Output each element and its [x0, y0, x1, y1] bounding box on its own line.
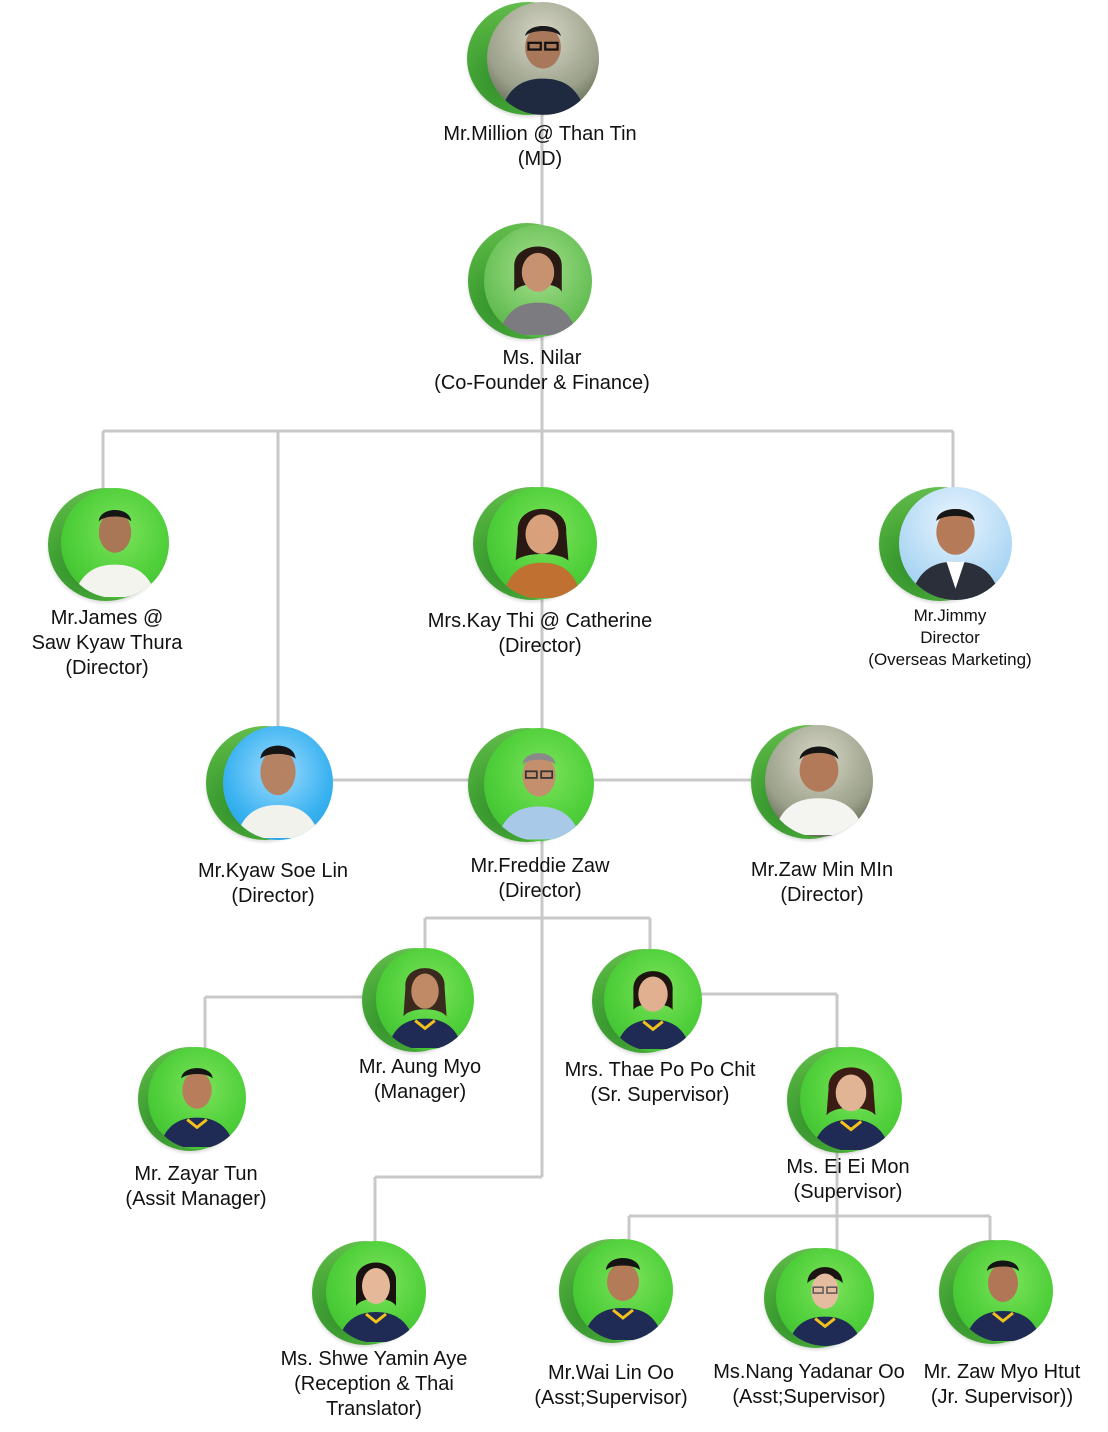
thae-role: (Sr. Supervisor): [590, 1084, 730, 1106]
zayartun-label: Mr. Zayar Tun (Assit Manager): [106, 1162, 286, 1212]
eieimon-role: (Supervisor): [793, 1181, 903, 1203]
kyawsoelin-label: Mr.Kyaw Soe Lin (Director): [178, 859, 368, 909]
zawminmin-role: (Director): [780, 884, 864, 906]
jimmy-title: Director: [920, 628, 980, 647]
james-name-line2: Saw Kyaw Thura: [31, 632, 183, 654]
person-photo-icon: [787, 1267, 863, 1346]
jimmy-label: Mr.Jimmy Director (Overseas Marketing): [840, 605, 1060, 671]
wailinoo-avatar: [559, 1239, 673, 1343]
nilar-role: (Co-Founder & Finance): [434, 372, 650, 394]
zayartun-avatar: [138, 1047, 246, 1151]
person-photo-icon: [615, 971, 691, 1049]
kaythi-name: Mrs.Kay Thi @ Catherine: [427, 610, 653, 632]
thae-name: Mrs. Thae Po Po Chit: [564, 1059, 756, 1081]
person-photo-icon: [159, 1068, 235, 1147]
person-photo-icon: [773, 746, 865, 835]
wailinoo-label: Mr.Wai Lin Oo (Asst;Supervisor): [520, 1361, 702, 1411]
jimmy-avatar: [879, 487, 1012, 601]
zawminmin-name: Mr.Zaw Min MIn: [750, 859, 894, 881]
person-photo-icon: [502, 508, 582, 598]
person-photo-icon: [387, 968, 463, 1048]
zawmyohtut-name: Mr. Zaw Myo Htut: [923, 1361, 1081, 1383]
person-photo-icon: [812, 1067, 890, 1150]
shweyamin-avatar: [312, 1241, 426, 1345]
wailinoo-role: (Asst;Supervisor): [534, 1387, 688, 1409]
aungmyo-role: (Manager): [373, 1081, 467, 1103]
nangyadanar-avatar: [764, 1248, 874, 1348]
person-photo-icon: [499, 246, 577, 335]
zawminmin-avatar: [751, 725, 873, 839]
freddie-avatar: [468, 728, 594, 842]
person-photo-icon: [965, 1260, 1041, 1341]
nangyadanar-name: Ms.Nang Yadanar Oo: [713, 1361, 905, 1383]
person-photo-icon: [73, 510, 157, 597]
person-photo-icon: [338, 1262, 414, 1342]
kyawsoelin-role: (Director): [231, 885, 315, 907]
md-name: Mr.Million @ Than Tin: [443, 123, 637, 145]
person-photo-icon: [497, 753, 581, 840]
nilar-name: Ms. Nilar: [502, 347, 582, 369]
james-name-line1: Mr.James @: [50, 607, 164, 629]
kaythi-avatar: [473, 487, 597, 600]
kaythi-role: (Director): [498, 635, 582, 657]
eieimon-avatar: [787, 1047, 902, 1153]
zawminmin-label: Mr.Zaw Min MIn (Director): [722, 858, 922, 908]
freddie-role: (Director): [498, 880, 582, 902]
zawmyohtut-role: (Jr. Supervisor)): [930, 1386, 1074, 1408]
wailinoo-name: Mr.Wai Lin Oo: [548, 1362, 674, 1384]
james-label: Mr.James @ Saw Kyaw Thura (Director): [12, 606, 202, 681]
person-photo-icon: [236, 745, 320, 838]
shweyamin-role-line2: Translator): [326, 1398, 422, 1420]
person-photo-icon: [910, 509, 1001, 600]
kyawsoelin-avatar: [206, 726, 333, 840]
jimmy-role: (Overseas Marketing): [868, 650, 1032, 669]
aungmyo-name: Mr. Aung Myo: [358, 1056, 482, 1078]
zayartun-role: (Assit Manager): [125, 1188, 267, 1210]
md-label: Mr.Million @ Than Tin (MD): [420, 122, 660, 172]
md-avatar: [467, 2, 599, 115]
md-role: (MD): [517, 148, 563, 170]
nilar-label: Ms. Nilar (Co-Founder & Finance): [412, 346, 672, 396]
freddie-name: Mr.Freddie Zaw: [470, 855, 610, 877]
aungmyo-avatar: [362, 948, 474, 1052]
person-photo-icon: [583, 1258, 663, 1340]
jimmy-name: Mr.Jimmy: [913, 606, 987, 625]
kyawsoelin-name: Mr.Kyaw Soe Lin: [197, 860, 349, 882]
nilar-avatar: [468, 223, 594, 339]
james-role: (Director): [65, 657, 149, 679]
shweyamin-label: Ms. Shwe Yamin Aye (Reception & Thai Tra…: [262, 1347, 486, 1422]
nangyadanar-label: Ms.Nang Yadanar Oo (Asst;Supervisor): [706, 1360, 912, 1410]
nangyadanar-role: (Asst;Supervisor): [732, 1386, 886, 1408]
eieimon-label: Ms. Ei Ei Mon (Supervisor): [758, 1155, 938, 1205]
zawmyohtut-label: Mr. Zaw Myo Htut (Jr. Supervisor)): [912, 1360, 1092, 1410]
thae-avatar: [592, 949, 702, 1053]
freddie-label: Mr.Freddie Zaw (Director): [440, 854, 640, 904]
shweyamin-name: Ms. Shwe Yamin Aye: [280, 1348, 468, 1370]
person-photo-icon: [500, 26, 586, 115]
kaythi-label: Mrs.Kay Thi @ Catherine (Director): [405, 609, 675, 659]
eieimon-name: Ms. Ei Ei Mon: [786, 1156, 910, 1178]
james-avatar: [48, 488, 169, 601]
zawmyohtut-avatar: [939, 1240, 1053, 1344]
shweyamin-role-line1: (Reception & Thai: [294, 1373, 454, 1395]
zayartun-name: Mr. Zayar Tun: [134, 1163, 258, 1185]
aungmyo-label: Mr. Aung Myo (Manager): [330, 1055, 510, 1105]
thae-label: Mrs. Thae Po Po Chit (Sr. Supervisor): [550, 1058, 770, 1108]
